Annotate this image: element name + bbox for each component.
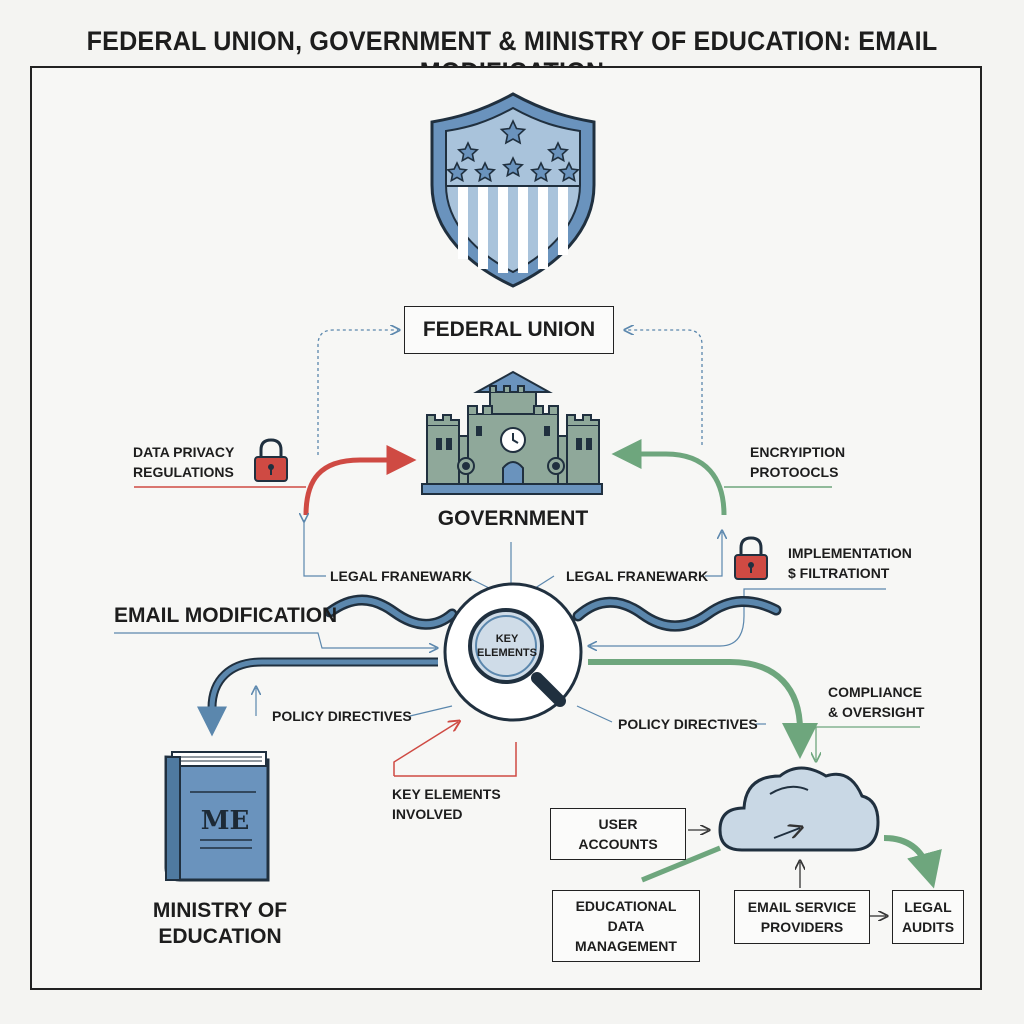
policy-directives-left-label: POLICY DIRECTIVES [272,708,412,724]
educational-data-label: EDUCATIONAL DATA MANAGEMENT [575,898,677,954]
shield-icon [430,92,596,288]
email-modification-label: EMAIL MODIFICATION [114,604,338,627]
star-icon [445,119,581,183]
user-accounts-label: USER ACCOUNTS [578,816,658,852]
email-providers-box: EMAIL SERVICE PROVIDERS [734,890,870,944]
federal-union-label: FEDERAL UNION [422,318,596,341]
implementation-label: IMPLEMENTATION $ FILTRATIONT [788,545,912,581]
key-elements-magnifier-icon [443,582,583,722]
federal-union-box: FEDERAL UNION [404,306,614,354]
user-accounts-box: USER ACCOUNTS [550,808,686,860]
legal-audits-box: LEGAL AUDITS [892,890,964,944]
policy-directives-right-label: POLICY DIRECTIVES [618,716,758,732]
ministry-of-education-label: MINISTRY OF EDUCATION [152,899,288,948]
book-icon [164,751,270,882]
cloud-icon [718,766,880,852]
legal-audits-label: LEGAL AUDITS [901,899,955,935]
encryption-label: ENCRYIPTION PROTOOCLS [750,444,846,480]
government-building-icon [421,370,603,495]
lock-icon [254,438,288,482]
email-providers-label: EMAIL SERVICE PROVIDERS [747,899,857,935]
legal-framework-right-label: LEGAL FRANEWARK [566,568,709,584]
educational-data-box: EDUCATIONAL DATA MANAGEMENT [552,890,700,962]
key-elements-involved-label: KEY ELEMENTS INVOLVED [392,786,501,822]
data-privacy-label: DATA PRIVACY REGULATIONS [133,444,235,480]
lock-icon [734,536,768,580]
government-label: GOVERNMENT [437,507,589,530]
legal-framework-left-label: LEGAL FRANEWARK [330,568,473,584]
key-elements-label: KEY ELEMENTS [477,633,537,659]
compliance-oversight-label: COMPLIANCE & OVERSIGHT [828,684,925,720]
book-monogram: ME [201,806,250,836]
